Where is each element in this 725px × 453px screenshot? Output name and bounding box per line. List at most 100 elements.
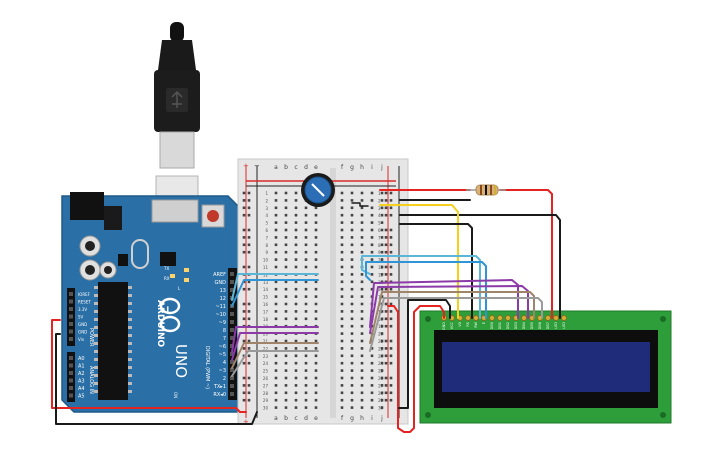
bb-rail-hole[interactable]: [389, 347, 393, 350]
bb-hole[interactable]: [380, 243, 384, 247]
bb-rail-hole[interactable]: [384, 206, 388, 210]
digital-pin[interactable]: [230, 288, 234, 292]
bb-hole[interactable]: [380, 310, 384, 313]
bb-rail-hole[interactable]: [242, 243, 246, 247]
bb-hole[interactable]: [274, 228, 278, 232]
bb-rail-hole[interactable]: [384, 339, 388, 343]
bb-hole[interactable]: [284, 265, 288, 269]
bb-rail-hole[interactable]: [247, 287, 251, 291]
bb-hole[interactable]: [304, 361, 308, 365]
bb-hole[interactable]: [380, 228, 384, 232]
bb-hole[interactable]: [340, 369, 344, 372]
bb-hole[interactable]: [314, 228, 318, 232]
bb-hole[interactable]: [340, 406, 344, 409]
bb-hole[interactable]: [370, 206, 374, 210]
bb-rail-hole[interactable]: [384, 243, 388, 247]
bb-hole[interactable]: [370, 347, 374, 350]
bb-hole[interactable]: [360, 295, 364, 298]
bb-hole[interactable]: [350, 391, 354, 395]
bb-hole[interactable]: [360, 347, 364, 350]
bb-rail-hole[interactable]: [242, 265, 246, 269]
bb-hole[interactable]: [350, 406, 354, 409]
bb-rail-hole[interactable]: [389, 324, 393, 328]
bb-hole[interactable]: [304, 384, 308, 387]
bb-hole[interactable]: [314, 213, 318, 217]
bb-hole[interactable]: [304, 369, 308, 372]
bb-hole[interactable]: [350, 369, 354, 372]
bb-hole[interactable]: [380, 384, 384, 387]
bb-hole[interactable]: [274, 191, 278, 195]
bb-hole[interactable]: [340, 280, 344, 284]
bb-hole[interactable]: [360, 273, 364, 276]
bb-hole[interactable]: [370, 265, 374, 269]
bb-hole[interactable]: [350, 213, 354, 217]
bb-hole[interactable]: [294, 243, 298, 247]
bb-hole[interactable]: [314, 384, 318, 387]
bb-hole[interactable]: [370, 384, 374, 387]
bb-hole[interactable]: [350, 376, 354, 380]
bb-hole[interactable]: [370, 273, 374, 276]
bb-rail-hole[interactable]: [242, 228, 246, 232]
bb-hole[interactable]: [380, 280, 384, 284]
analog-pin[interactable]: [69, 393, 73, 398]
bb-hole[interactable]: [350, 332, 354, 335]
bb-hole[interactable]: [284, 354, 288, 358]
bb-hole[interactable]: [314, 280, 318, 284]
bb-rail-hole[interactable]: [389, 339, 393, 343]
bb-rail-hole[interactable]: [389, 206, 393, 210]
bb-hole[interactable]: [350, 280, 354, 284]
bb-hole[interactable]: [370, 361, 374, 365]
bb-hole[interactable]: [360, 236, 364, 239]
bb-hole[interactable]: [380, 221, 384, 224]
bb-hole[interactable]: [294, 317, 298, 321]
bb-rail-hole[interactable]: [242, 236, 246, 239]
bb-hole[interactable]: [314, 250, 318, 254]
bb-hole[interactable]: [274, 391, 278, 395]
bb-hole[interactable]: [284, 391, 288, 395]
lcd-pin[interactable]: [521, 315, 527, 321]
bb-hole[interactable]: [350, 384, 354, 387]
bb-hole[interactable]: [340, 273, 344, 276]
potentiometer[interactable]: [301, 173, 335, 207]
bb-rail-hole[interactable]: [247, 376, 251, 380]
bb-hole[interactable]: [360, 221, 364, 224]
bb-hole[interactable]: [340, 376, 344, 380]
bb-hole[interactable]: [274, 310, 278, 313]
bb-hole[interactable]: [370, 228, 374, 232]
bb-hole[interactable]: [360, 302, 364, 306]
bb-hole[interactable]: [360, 369, 364, 372]
bb-hole[interactable]: [294, 258, 298, 261]
bb-hole[interactable]: [294, 302, 298, 306]
bb-hole[interactable]: [304, 228, 308, 232]
lcd-pin[interactable]: [489, 315, 495, 321]
bb-hole[interactable]: [350, 324, 354, 328]
bb-rail-hole[interactable]: [384, 317, 388, 321]
bb-hole[interactable]: [340, 302, 344, 306]
bb-rail-hole[interactable]: [389, 302, 393, 306]
bb-hole[interactable]: [380, 191, 384, 195]
bb-hole[interactable]: [274, 347, 278, 350]
bb-hole[interactable]: [314, 302, 318, 306]
resistor[interactable]: [466, 184, 506, 196]
power-pin[interactable]: [69, 329, 73, 334]
bb-hole[interactable]: [314, 376, 318, 380]
power-pin[interactable]: [69, 337, 73, 341]
bb-hole[interactable]: [274, 221, 278, 224]
bb-rail-hole[interactable]: [389, 228, 393, 232]
bb-hole[interactable]: [314, 221, 318, 224]
bb-hole[interactable]: [284, 317, 288, 321]
bb-rail-hole[interactable]: [247, 361, 251, 365]
bb-rail-hole[interactable]: [384, 398, 388, 402]
bb-rail-hole[interactable]: [384, 376, 388, 380]
bb-hole[interactable]: [304, 406, 308, 409]
bb-hole[interactable]: [284, 221, 288, 224]
power-pin[interactable]: [69, 307, 73, 311]
bb-rail-hole[interactable]: [247, 250, 251, 254]
bb-hole[interactable]: [314, 369, 318, 372]
bb-hole[interactable]: [274, 354, 278, 358]
digital-pin[interactable]: [230, 384, 234, 388]
bb-hole[interactable]: [360, 250, 364, 254]
digital-pin[interactable]: [230, 320, 234, 324]
bb-hole[interactable]: [294, 228, 298, 232]
bb-hole[interactable]: [380, 250, 384, 254]
